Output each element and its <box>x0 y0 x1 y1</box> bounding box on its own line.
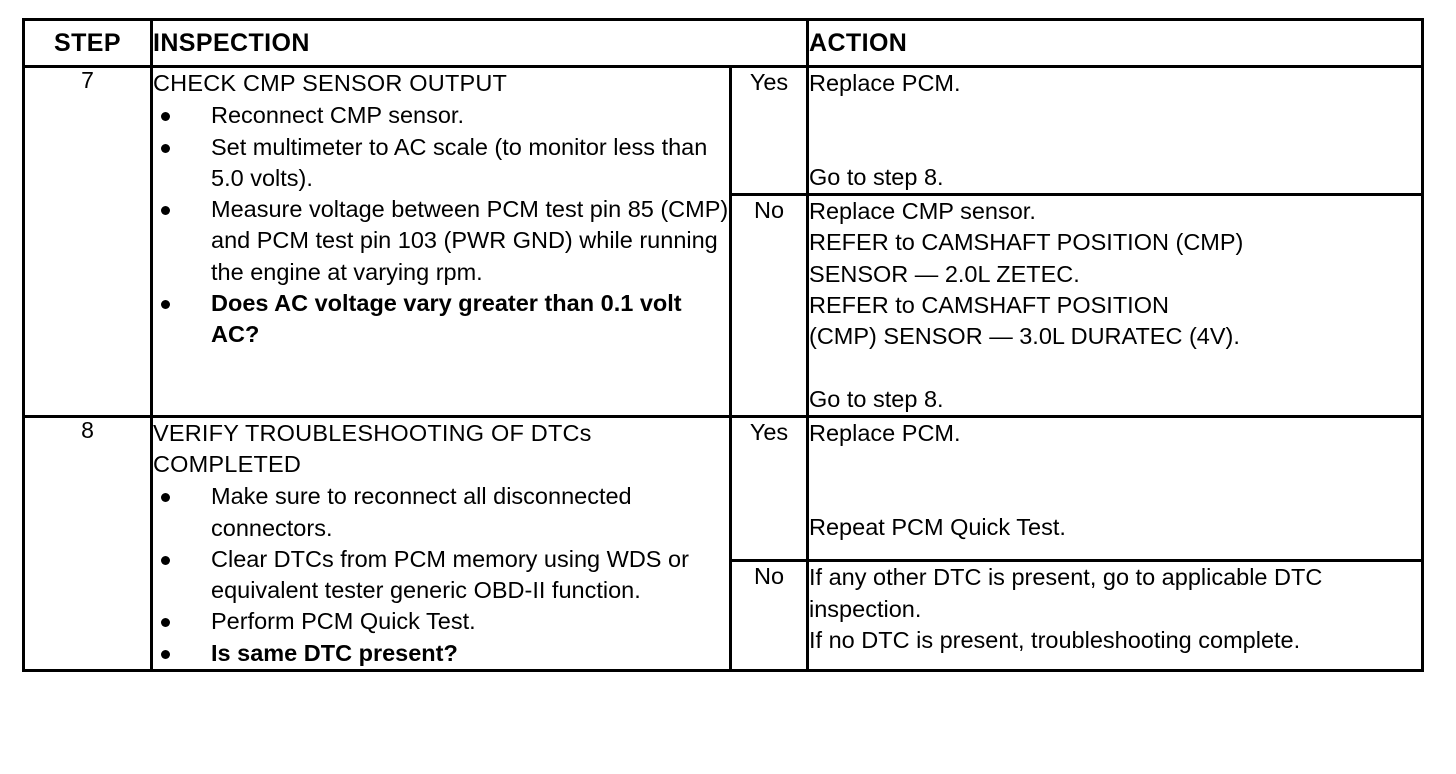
inspection-title: CHECK CMP SENSOR OUTPUT <box>153 70 508 96</box>
list-item: Reconnect CMP sensor. <box>153 100 729 131</box>
inspection-bullet-list: Make sure to reconnect all disconnected … <box>153 481 729 669</box>
inspection-cell-step-7: CHECK CMP SENSOR OUTPUT Reconnect CMP se… <box>150 65 732 418</box>
list-item: Measure voltage between PCM test pin 85 … <box>153 194 729 288</box>
list-item-text: Clear DTCs from PCM memory using WDS or … <box>211 545 689 603</box>
list-item-text: Make sure to reconnect all disconnected … <box>211 483 632 541</box>
action-line: If any other DTC is present, go to appli… <box>809 564 1323 622</box>
list-item: Is same DTC present? <box>153 638 729 669</box>
table-header-row: STEP INSPECTION ACTION <box>22 18 1425 68</box>
action-cell-step-7-yes: Replace PCM. Go to step 8. <box>806 65 1425 196</box>
list-item: Clear DTCs from PCM memory using WDS or … <box>153 544 729 607</box>
column-header-action: ACTION <box>806 18 1425 68</box>
list-item: Set multimeter to AC scale (to monitor l… <box>153 132 729 195</box>
action-line: Replace CMP sensor. <box>809 198 1036 224</box>
list-item-text: Set multimeter to AC scale (to monitor l… <box>211 133 708 191</box>
action-line: Replace PCM. <box>809 419 961 446</box>
action-line: SENSOR — 2.0L ZETEC. <box>809 260 1080 287</box>
branch-label-no: No <box>728 193 810 418</box>
bullet-dot-icon <box>161 112 170 122</box>
bullet-dot-icon <box>161 143 170 153</box>
list-item-text: Perform PCM Quick Test. <box>211 608 476 635</box>
spacer <box>809 131 1421 162</box>
action-line: REFER to CAMSHAFT POSITION (CMP) <box>809 229 1244 256</box>
column-header-step: STEP <box>22 18 153 68</box>
action-cell-step-8-yes: Replace PCM. Repeat PCM Quick Test. <box>806 414 1425 563</box>
action-line: REFER to CAMSHAFT POSITION <box>809 291 1169 318</box>
list-item-text: Is same DTC present? <box>211 639 458 666</box>
table-row: 8 VERIFY TROUBLESHOOTING OF DTCs COMPLET… <box>22 414 1425 672</box>
bullet-dot-icon <box>161 555 170 565</box>
branch-label-yes: Yes <box>728 65 810 196</box>
step-number-8: 8 <box>22 414 153 672</box>
bullet-dot-icon <box>161 618 170 628</box>
inspection-bullet-list: Reconnect CMP sensor. Set multimeter to … <box>153 100 729 350</box>
spacer <box>809 449 1421 480</box>
inspection-title: VERIFY TROUBLESHOOTING OF DTCs COMPLETED <box>153 419 592 477</box>
list-item: Perform PCM Quick Test. <box>153 606 729 637</box>
bullet-dot-icon <box>161 649 170 659</box>
action-line: Repeat PCM Quick Test. <box>809 513 1066 540</box>
column-header-inspection: INSPECTION <box>149 18 810 68</box>
step-number-7: 7 <box>22 65 153 418</box>
action-cell-step-7-no: Replace CMP sensor. REFER to CAMSHAFT PO… <box>806 193 1425 418</box>
inspection-cell-step-8: VERIFY TROUBLESHOOTING OF DTCs COMPLETED… <box>150 414 732 672</box>
action-cell-step-8-no: If any other DTC is present, go to appli… <box>806 559 1425 672</box>
branch-label-yes: Yes <box>728 414 810 563</box>
spacer <box>809 480 1421 511</box>
action-line: Go to step 8. <box>809 163 944 190</box>
table-row: 7 CHECK CMP SENSOR OUTPUT Reconnect CMP … <box>22 65 1425 418</box>
table-row: No Replace CMP sensor. REFER to CAMSHAFT… <box>24 193 1425 418</box>
branch-label-no: No <box>728 559 810 672</box>
action-line: Go to step 8. <box>809 385 944 412</box>
diagnostic-procedure-table: STEP INSPECTION ACTION 7 CHECK CMP SENSO… <box>22 18 1425 672</box>
list-item-text: Reconnect CMP sensor. <box>211 102 464 129</box>
action-line: Replace PCM. <box>809 70 961 96</box>
list-item: Does AC voltage vary greater than 0.1 vo… <box>153 288 729 351</box>
list-item: Make sure to reconnect all disconnected … <box>153 481 729 544</box>
spacer <box>809 352 1421 383</box>
table-row: No If any other DTC is present, go to ap… <box>24 559 1425 672</box>
action-line: If no DTC is present, troubleshooting co… <box>809 626 1301 653</box>
list-item-text: Does AC voltage vary greater than 0.1 vo… <box>211 289 682 347</box>
bullet-dot-icon <box>161 493 170 503</box>
spacer <box>809 99 1421 130</box>
bullet-dot-icon <box>161 206 170 216</box>
action-line: (CMP) SENSOR — 3.0L DURATEC (4V). <box>809 323 1240 349</box>
bullet-dot-icon <box>161 299 170 309</box>
list-item-text: Measure voltage between PCM test pin 85 … <box>211 196 729 285</box>
